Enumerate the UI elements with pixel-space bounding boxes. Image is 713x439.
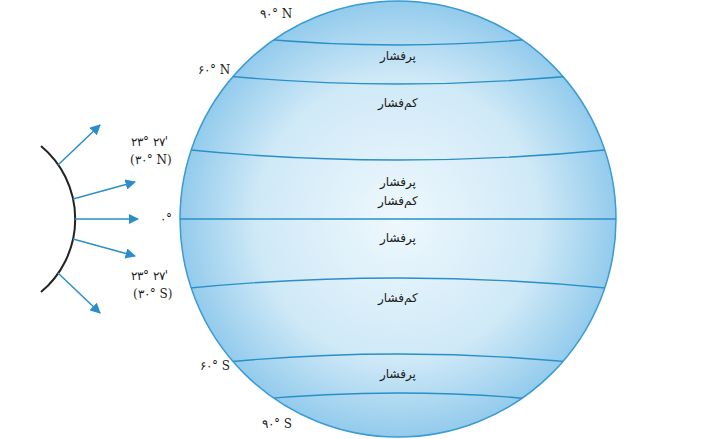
latitude-label: (۳۰° N) xyxy=(130,152,172,168)
pressure-band: کم‌فشار xyxy=(374,95,422,111)
pressure-band: پرفشار xyxy=(376,230,420,246)
sun-rays xyxy=(58,125,138,313)
pressure-band: کم‌فشار xyxy=(374,193,422,209)
pressure-label: پرفشار xyxy=(380,175,416,189)
latitude-label: ۶۰° S xyxy=(200,358,230,374)
pressure-label: پرفشار xyxy=(380,49,416,63)
latitude-lines xyxy=(170,28,626,410)
latitude-label: ۰° xyxy=(160,211,172,227)
pressure-label: کم‌فشار xyxy=(378,291,418,305)
pressure-band: کم‌فشار xyxy=(374,290,422,306)
latitude-label: ۶۰° N xyxy=(198,62,230,78)
pressure-label: کم‌فشار xyxy=(378,96,418,110)
pressure-band: پرفشار xyxy=(376,174,420,190)
latitude-label: ۲۳° ۲۷' xyxy=(131,134,168,150)
latitude-label: ۹۰° N xyxy=(260,6,292,22)
pressure-label: پرفشار xyxy=(380,231,416,245)
sun-arc xyxy=(41,146,75,292)
latitude-label: ۹۰° S xyxy=(262,416,292,432)
pressure-band: پرفشار xyxy=(376,48,420,64)
pressure-label: کم‌فشار xyxy=(378,194,418,208)
latitude-label: ۲۳° ۲۷' xyxy=(131,268,168,284)
pressure-band: پرفشار xyxy=(376,366,420,382)
pressure-label: پرفشار xyxy=(380,367,416,381)
latitude-label: (۳۰° S) xyxy=(133,286,172,302)
